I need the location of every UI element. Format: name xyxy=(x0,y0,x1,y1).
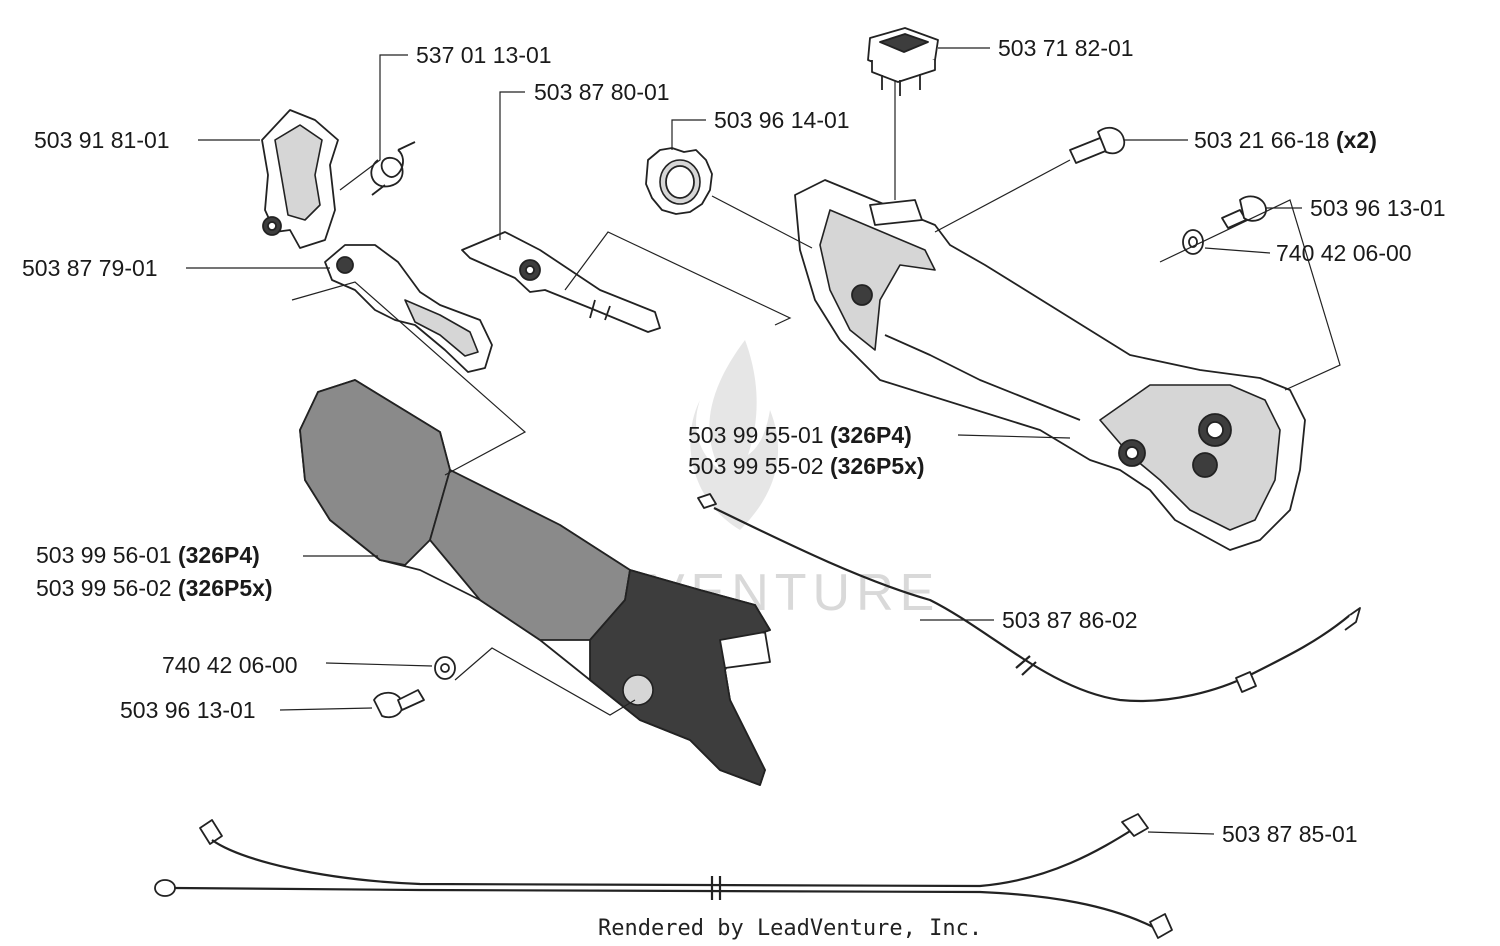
callout-label: 503 87 80-01 xyxy=(534,79,670,105)
handle-half-left xyxy=(299,379,771,786)
lever-part xyxy=(461,231,661,333)
wire-harness-part xyxy=(154,813,1173,939)
callout-label: 503 99 55-02 (326P5x) xyxy=(688,453,925,479)
small-screw-part-left xyxy=(373,689,425,719)
footer-credit: Rendered by LeadVenture, Inc. xyxy=(598,916,982,941)
callout-label: 503 99 56-02 (326P5x) xyxy=(36,575,273,601)
gear-ring-part xyxy=(645,147,713,215)
callout-label: 503 87 85-01 xyxy=(1222,821,1358,847)
washer-part-right xyxy=(1182,229,1204,255)
callout-label: 503 87 79-01 xyxy=(22,255,158,281)
callout-label: 740 42 06-00 xyxy=(162,652,298,678)
small-screw-part-right xyxy=(1221,195,1267,229)
callout-label: 503 91 81-01 xyxy=(34,127,170,153)
screw-part xyxy=(1069,126,1126,164)
callout-label: 740 42 06-00 xyxy=(1276,240,1412,266)
callout-label: 503 96 14-01 xyxy=(714,107,850,133)
spring-part xyxy=(370,141,416,196)
callout-label: 537 01 13-01 xyxy=(416,42,552,68)
trigger-part xyxy=(324,244,493,373)
callouts: 503 91 81-01 537 01 13-01 503 87 80-01 5… xyxy=(22,35,1446,847)
washer-part-left xyxy=(434,656,456,680)
handle-half-right xyxy=(794,179,1306,551)
callout-label: 503 71 82-01 xyxy=(998,35,1134,61)
callout-label: 503 96 13-01 xyxy=(120,697,256,723)
leader-lines xyxy=(186,47,1341,835)
callout-label: 503 99 56-01 (326P4) xyxy=(36,542,260,568)
throttle-cable-part xyxy=(697,493,1361,703)
clamp-part xyxy=(261,109,339,249)
switch-part xyxy=(867,27,939,96)
callout-label: 503 21 66-18 (x2) xyxy=(1194,127,1377,153)
callout-label: 503 96 13-01 xyxy=(1310,195,1446,221)
callout-label: 503 87 86-02 xyxy=(1002,607,1138,633)
callout-label: 503 99 55-01 (326P4) xyxy=(688,422,912,448)
